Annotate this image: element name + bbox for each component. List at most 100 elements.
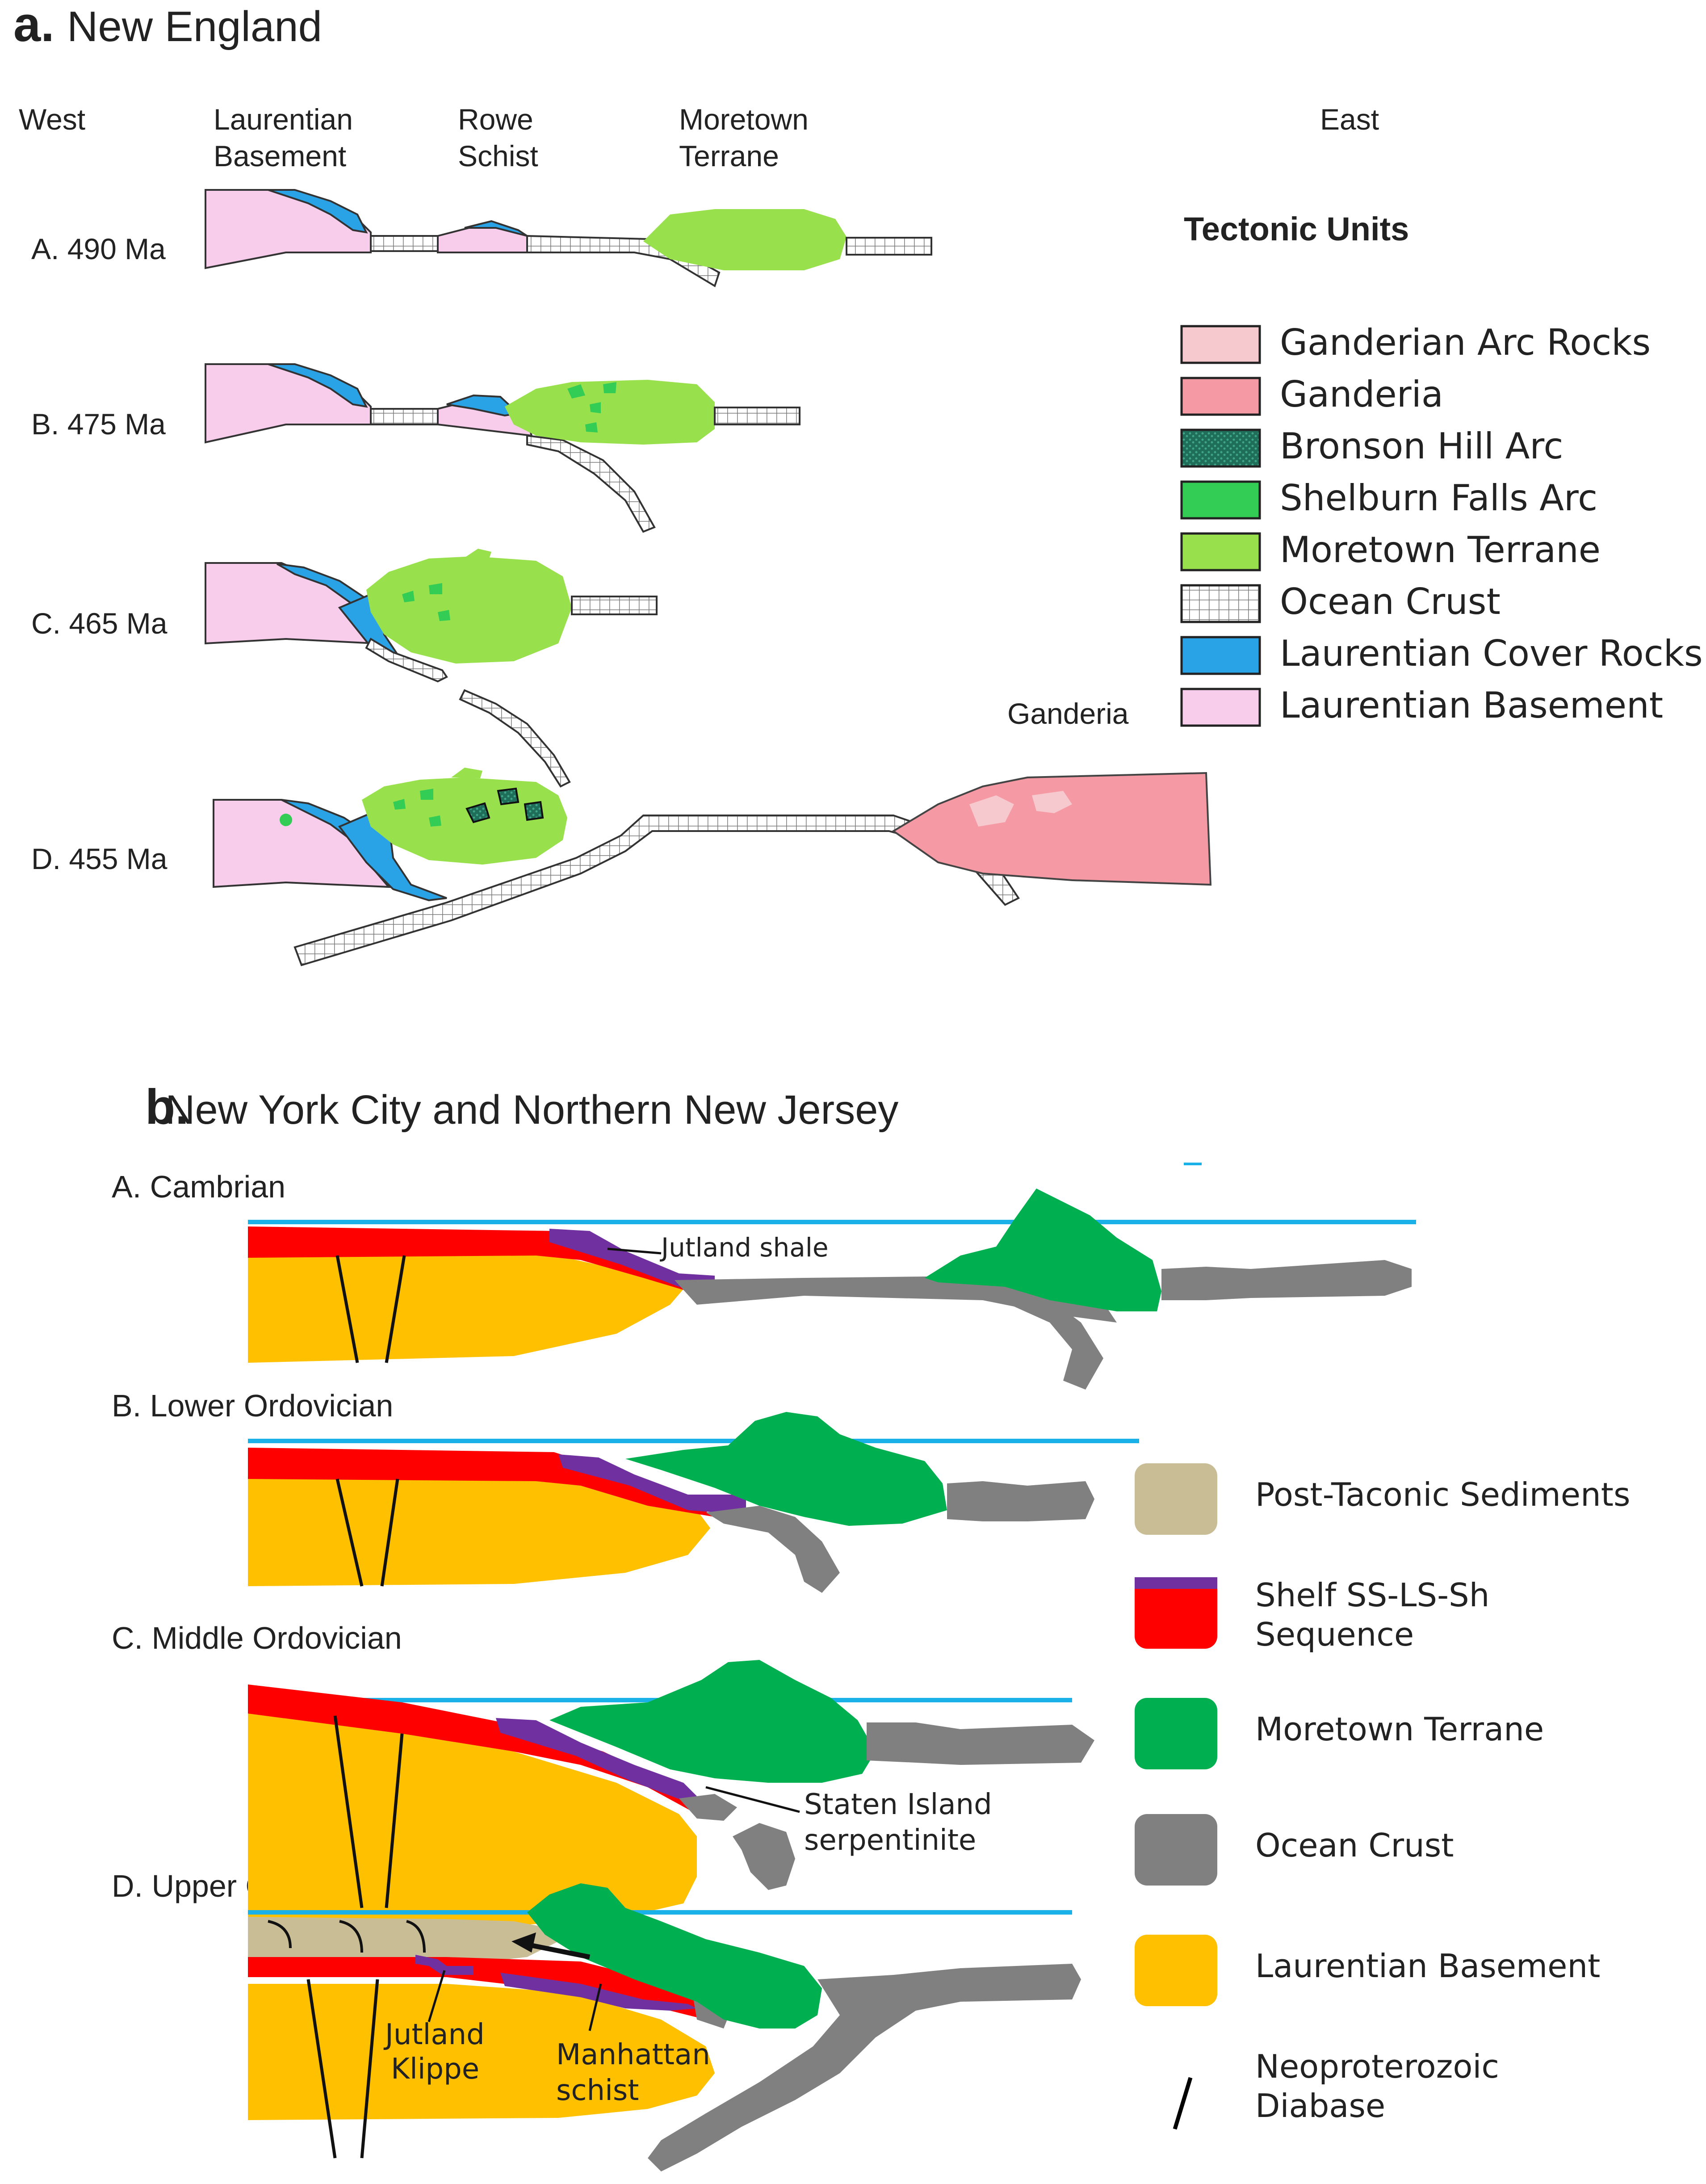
thrust-arrow [522,1941,591,1960]
shelburn-falls-arc-patch [567,384,585,399]
section-a-490ma [205,189,932,287]
ocean-crust [571,596,658,615]
legend-a-item-ganderia: Ganderia [1180,374,1443,416]
fault-arc [339,1920,363,1953]
moretown-terrane [643,209,847,270]
legend-b-item-laurentian-basement: Laurentian Basement [1135,1935,1600,2006]
legend-a-item-bronson-hill-arc: Bronson Hill Arc [1180,425,1563,468]
legend-a-label-ganderian-arc-rocks: Ganderian Arc Rocks [1280,322,1651,363]
panel-b: b. New York City and Northern New Jersey… [112,1079,1630,2171]
ocean-crust [293,815,1020,966]
fault-arc [406,1920,426,1953]
ocean-crust [459,689,571,788]
legend-a-swatch-ganderia [1180,377,1261,416]
laurentian-basement [248,1247,683,1363]
panel-a-letter: a. [13,0,54,52]
ocean-crust [648,1964,1081,2171]
shelburn-falls-arc-patch [438,610,450,621]
panel-a-title: New England [67,3,322,50]
section-lower-ordovician [248,1412,1139,1593]
moretown-terrane-label-line1: Moretown [679,103,809,136]
laurentian-basement [205,189,372,269]
diabase-dike [385,1255,406,1363]
legend-b-item-ocean-crust: Ocean Crust [1135,1814,1454,1886]
ocean-crust [947,1481,1094,1521]
shelf-sequence-purple [558,1454,746,1515]
shelburn-falls-arc-patch [603,382,616,393]
shelburn-falls-arc-patch [590,402,601,413]
fault-arc [268,1920,292,1949]
legend-b-label-ocean-crust-line1: Ocean Crust [1255,1827,1454,1864]
bronson-hill-arc-patch [497,787,520,806]
legend-a-title: Tectonic Units [1184,210,1409,248]
legend-a-item-shelburn-falls-arc: Shelburn Falls Arc [1180,477,1597,520]
section-b-475ma [205,363,801,533]
ocean-crust [370,408,439,425]
stage-lower-ordovician-label: B. Lower Ordovician [112,1388,393,1423]
east-label: East [1320,103,1379,136]
legend-b-item-moretown-terrane: Moretown Terrane [1135,1698,1544,1769]
laurentian-basement [248,1984,715,2120]
shelburn-falls-arc-patches [402,583,450,621]
legend-a-label-ganderia: Ganderia [1280,374,1443,415]
shelburn-falls-arc-patches [567,382,616,433]
ganderia [892,772,1212,886]
laurentian-basement-label-line1: Laurentian [214,103,353,136]
section-d-455ma [213,768,1212,966]
legend-a-label-bronson-hill-arc: Bronson Hill Arc [1280,425,1563,467]
shelf-sequence [248,1684,697,1814]
legend-a-item-ocean-crust: Ocean Crust [1180,581,1501,623]
west-label: West [19,103,85,136]
shelburn-falls-arc-patch [393,799,406,810]
legend-a-swatch-moretown-terrane [1180,532,1261,571]
legend-a: Tectonic Units Ganderian Arc RocksGander… [1180,210,1703,727]
section-c-465ma [205,549,658,788]
shelburn-falls-arc-patch [429,815,441,827]
legend-a-item-laurentian-cover-rocks: Laurentian Cover Rocks [1180,633,1703,675]
ocean-crust [706,1506,840,1593]
legend-b-label-neoproterozoic-diabase-line2: Diabase [1255,2087,1385,2125]
jutland-shale-leader [607,1247,662,1255]
ocean-crust [846,237,932,256]
staten-island-label-line2: serpentinite [804,1824,976,1857]
legend-b-swatch-shelf-ss-ls-sh-sequence [1135,1577,1217,1649]
thrust-arrow-head [511,1932,536,1953]
legend-a-swatch-laurentian-cover-rocks [1180,636,1261,675]
legend-b-swatch-laurentian-basement [1135,1935,1217,2006]
legend-a-label-ocean-crust: Ocean Crust [1280,581,1501,622]
stage-a-label: A. 490 Ma [31,232,166,265]
legend-a-swatch-ocean-crust [1180,584,1261,623]
section-cambrian: Jutland shale [248,1163,1416,1390]
jutland-klippe-leader [428,1970,446,2022]
rowe-cover [464,220,528,237]
rowe-schist-label-line2: Schist [458,139,538,172]
diabase-dike [385,1733,404,1908]
diabase-dike [360,1979,379,2159]
moretown-terrane [505,380,715,445]
shelburn-falls-arc-patches [393,789,441,827]
legend-b-label-shelf-ss-ls-sh-sequence-line2: Sequence [1255,1616,1414,1653]
moretown-terrane [366,556,572,664]
jutland-klippe-label-line2: Klippe [391,2053,479,2086]
panel-a: a. New England West East Laurentian Base… [13,0,1703,966]
ocean-crust [365,638,448,683]
legend-a-swatch-shelburn-falls-arc [1180,480,1261,520]
stage-b-label: B. 475 Ma [31,407,166,441]
stage-d-label: D. 455 Ma [31,842,168,875]
moretown-terrane [451,768,482,778]
ganderia-label: Ganderia [1007,697,1129,730]
rowe-schist-label-line1: Rowe [458,103,533,136]
legend-b-swatch-ocean-crust [1135,1814,1217,1886]
moretown-terrane [549,1660,876,1783]
shelburn-falls-arc-patch [585,422,598,433]
moretown-terrane [925,1189,1161,1311]
diabase-dike [306,1979,337,2159]
shelf-sequence [248,1448,715,1517]
moretown-terrane [527,1883,822,2029]
legend-a-swatch-bronson-hill-arc [1180,428,1261,468]
legend-b-swatch-moretown-terrane [1135,1698,1217,1769]
